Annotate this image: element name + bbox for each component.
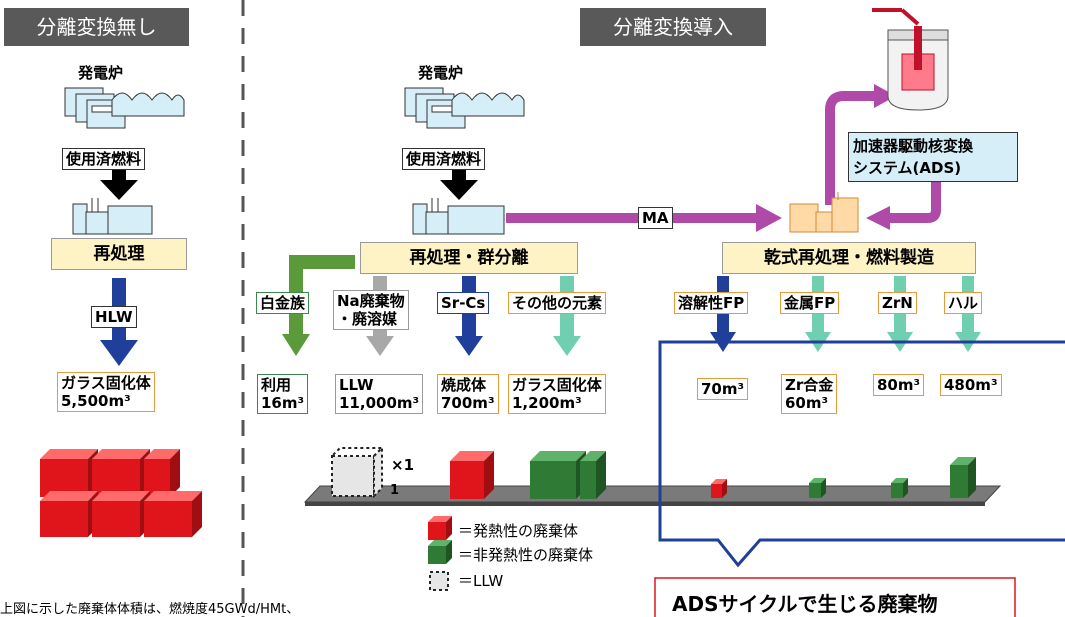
zr-alloy-result: Zr合金 60m³ bbox=[781, 374, 838, 414]
other-elements-label: その他の元素 bbox=[508, 292, 607, 314]
srcs-result-line2: 700m³ bbox=[441, 394, 495, 412]
ma-label: MA bbox=[638, 207, 673, 229]
hull-label: ハル bbox=[944, 292, 983, 314]
ads-loop-up-arrow bbox=[825, 91, 876, 205]
left-hlw-arrow-head bbox=[100, 340, 138, 366]
srcs-label: Sr-Cs bbox=[437, 292, 490, 314]
platinum-result-line1: 利用 bbox=[261, 376, 292, 394]
other-elements-result-line2: 1,200m³ bbox=[512, 394, 582, 412]
na-waste-label-line2: ・廃溶媒 bbox=[337, 310, 398, 328]
right-reactor-icon bbox=[404, 87, 525, 129]
soluble-fp-result: 70m³ bbox=[697, 378, 749, 400]
legend-heat-cube bbox=[428, 516, 452, 540]
nonheat-waste-cube-large bbox=[530, 451, 606, 499]
na-waste-label-line1: Na廃棄物 bbox=[337, 292, 405, 310]
ads-cycle-label: ADSサイクルで生じる廃棄物 bbox=[672, 592, 938, 616]
left-glass-label: ガラス固化体 bbox=[61, 374, 151, 392]
right-fuel-arrow-shaft bbox=[452, 168, 466, 182]
platinum-result: 利用 16m³ bbox=[257, 374, 309, 414]
ads-label-box: 加速器駆動核変換 システム(ADS) bbox=[848, 132, 1018, 182]
ads-hull-cube bbox=[950, 457, 976, 498]
ads-zrn-cube bbox=[891, 478, 908, 498]
ads-label-line2: システム(ADS) bbox=[853, 159, 962, 177]
ma-arrow-head bbox=[756, 204, 782, 232]
zrn-result: 80m³ bbox=[873, 374, 925, 396]
soluble-fp-label: 溶解性FP bbox=[674, 292, 749, 314]
legend-llw-cube bbox=[429, 571, 449, 591]
dry-reprocess-plant-icon bbox=[789, 192, 859, 233]
left-reprocess-box: 再処理 bbox=[51, 238, 187, 270]
ma-arrow-shaft bbox=[506, 213, 758, 223]
left-glass-box: ガラス固化体 5,500m³ bbox=[57, 372, 155, 412]
llw-result-line2: 11,000m³ bbox=[339, 394, 420, 412]
left-hlw-label: HLW bbox=[91, 306, 137, 328]
heat-waste-cube bbox=[450, 451, 494, 499]
right-reprocess-box: 再処理・群分離 bbox=[360, 242, 578, 274]
left-fuel-arrow-shaft bbox=[112, 168, 126, 182]
zr-alloy-result-line1: Zr合金 bbox=[785, 376, 834, 394]
left-glass-volume: 5,500m³ bbox=[61, 392, 131, 410]
left-waste-cubes bbox=[40, 449, 202, 537]
ads-soluble-fp-cube bbox=[711, 479, 727, 498]
left-fuel-label: 使用済燃料 bbox=[62, 148, 146, 170]
other-elements-result-line1: ガラス固化体 bbox=[512, 376, 602, 394]
legend-heat-text: ＝発熱性の廃棄体 bbox=[458, 522, 579, 540]
right-reactor-label: 発電炉 bbox=[418, 64, 464, 82]
legend-nonheat-cube bbox=[428, 540, 452, 564]
ads-label-line1: 加速器駆動核変換 bbox=[853, 137, 974, 155]
legend-llw-text: ＝LLW bbox=[458, 572, 504, 590]
footnote: 上図に示した廃棄体体積は、燃焼度45GWd/HMt、 bbox=[0, 602, 300, 617]
srcs-result: 焼成体 700m³ bbox=[437, 374, 499, 414]
left-reactor-icon bbox=[64, 87, 185, 129]
llw-result: LLW 11,000m³ bbox=[335, 374, 424, 414]
scale-x-label: ×1 bbox=[391, 456, 415, 474]
zrn-label: ZrN bbox=[878, 292, 917, 314]
ads-zr-alloy-cube bbox=[809, 478, 826, 498]
ads-callout-outline bbox=[658, 340, 1065, 568]
dry-reprocess-box: 乾式再処理・燃料製造 bbox=[722, 242, 976, 274]
metal-fp-label: 金属FP bbox=[780, 292, 840, 314]
left-reprocess-plant-icon bbox=[72, 198, 153, 235]
right-reprocess-plant-icon bbox=[412, 198, 505, 235]
left-fuel-arrow-head bbox=[100, 180, 138, 200]
platinum-label: 白金族 bbox=[256, 292, 310, 314]
platinum-result-line2: 16m³ bbox=[261, 394, 305, 412]
scale-y-label: 1 bbox=[390, 483, 400, 498]
ads-loop-down-arrow bbox=[888, 180, 941, 223]
scale-reference-cube bbox=[329, 445, 385, 499]
zr-alloy-result-line2: 60m³ bbox=[785, 394, 829, 412]
right-header: 分離変換導入 bbox=[580, 8, 766, 46]
hull-result: 480m³ bbox=[940, 374, 1002, 396]
left-header: 分離変換無し bbox=[4, 8, 189, 46]
srcs-result-line1: 焼成体 bbox=[441, 376, 487, 394]
left-reactor-label: 発電炉 bbox=[78, 64, 124, 82]
ads-cycle-label-box bbox=[654, 577, 1016, 617]
ads-vessel-icon bbox=[872, 8, 949, 111]
legend-nonheat-text: ＝非発熱性の廃棄体 bbox=[458, 546, 594, 564]
right-fuel-arrow-head bbox=[440, 180, 478, 200]
right-fuel-label: 使用済燃料 bbox=[402, 148, 486, 170]
other-elements-result: ガラス固化体 1,200m³ bbox=[508, 374, 606, 414]
llw-result-line1: LLW bbox=[339, 376, 374, 394]
na-waste-label: Na廃棄物 ・廃溶媒 bbox=[333, 290, 409, 330]
